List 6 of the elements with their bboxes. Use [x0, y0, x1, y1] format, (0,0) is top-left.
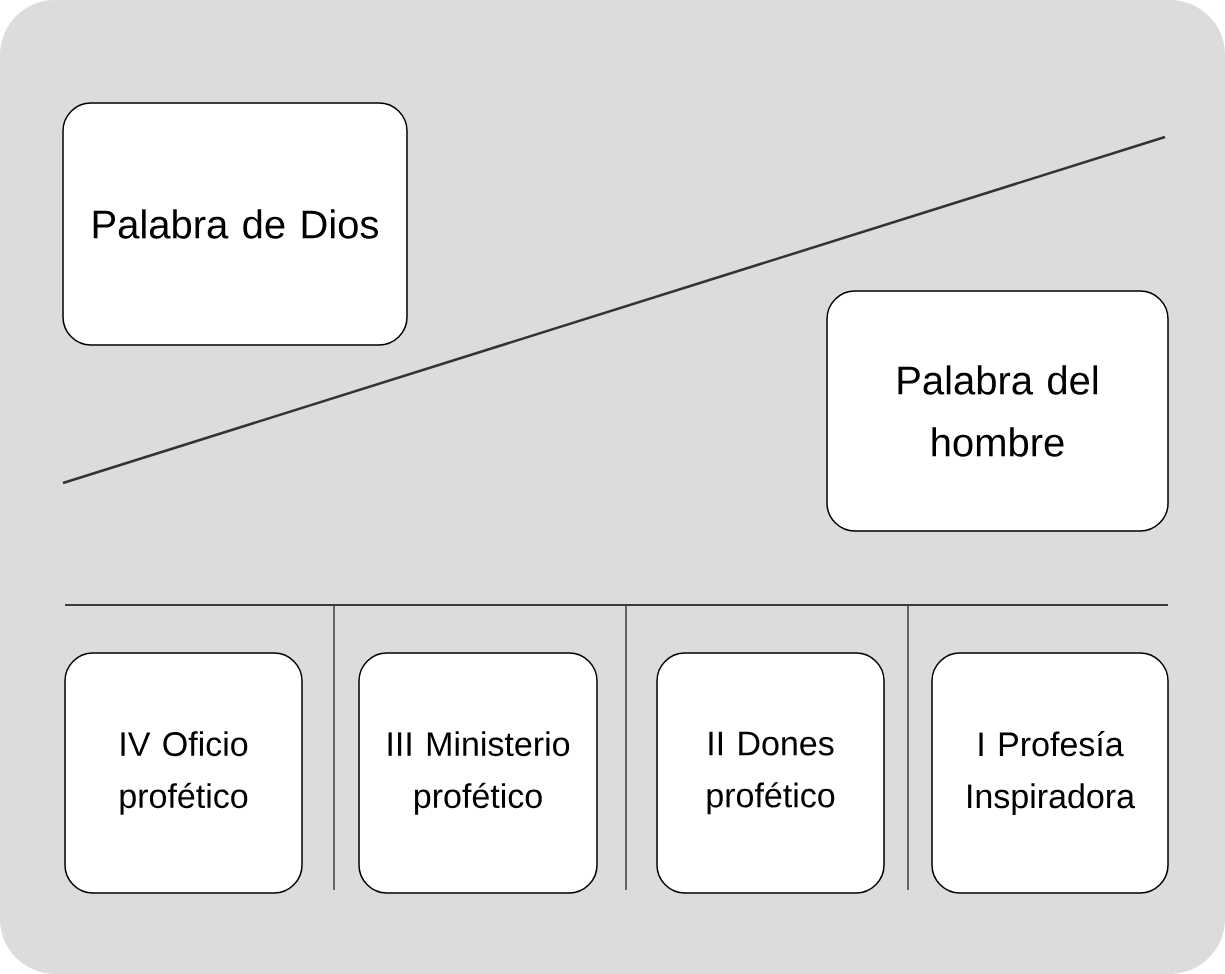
text-box: I Profesía Inspiradora: [931, 652, 1169, 894]
text-box: III Ministerio profético: [358, 652, 598, 894]
text-box: Palabra del hombre: [826, 290, 1169, 532]
text-box: II Dones profético: [656, 652, 885, 894]
text-box: IV Oficio profético: [64, 652, 303, 894]
text-box: Palabra de Dios: [62, 102, 408, 346]
